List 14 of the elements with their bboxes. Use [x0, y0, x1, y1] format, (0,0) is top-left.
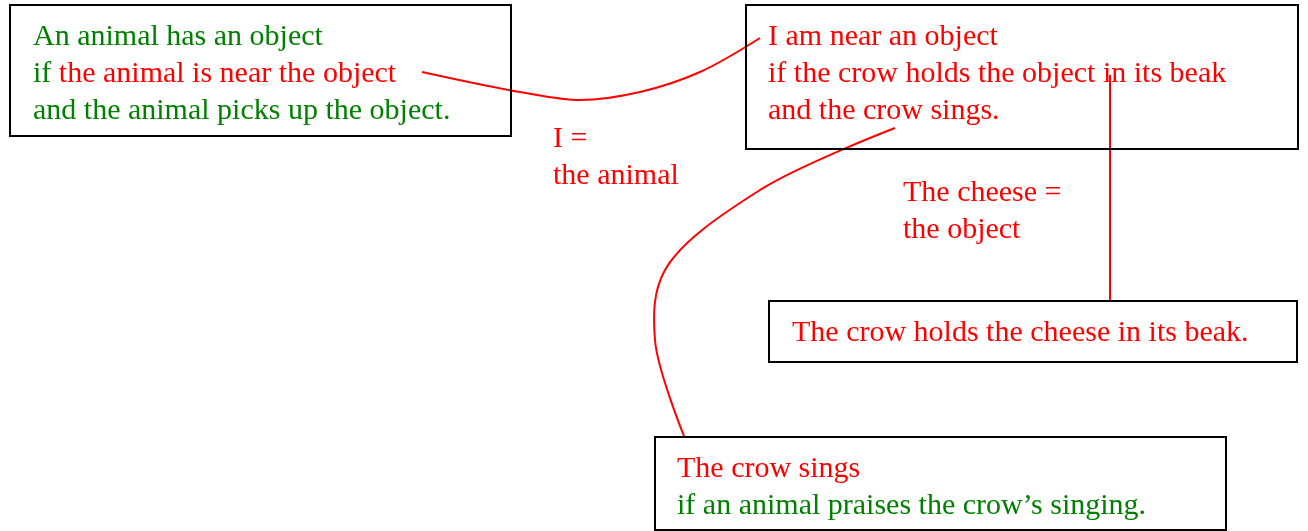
- rule-text: and the crow sings.: [768, 91, 1000, 127]
- rule-text: I am near an object: [768, 17, 998, 53]
- rule-text: An animal has an object: [33, 17, 323, 53]
- rule-text: The crow holds the cheese in its beak.: [792, 313, 1249, 349]
- rule-text: if the crow holds the object in its beak: [768, 54, 1227, 90]
- connector-line: [421, 37, 761, 101]
- connector-line: [653, 127, 896, 437]
- rule-text: and the animal picks up the object.: [33, 91, 451, 127]
- connector-line: [1109, 74, 1111, 301]
- rule-text: if the animal is near the object: [33, 54, 397, 90]
- rule-text: if an animal praises the crow’s singing.: [677, 486, 1147, 522]
- edge-label: The cheese = the object: [903, 173, 1062, 246]
- rule-text: The crow sings: [677, 449, 861, 485]
- edge-label: I = the animal: [553, 119, 679, 192]
